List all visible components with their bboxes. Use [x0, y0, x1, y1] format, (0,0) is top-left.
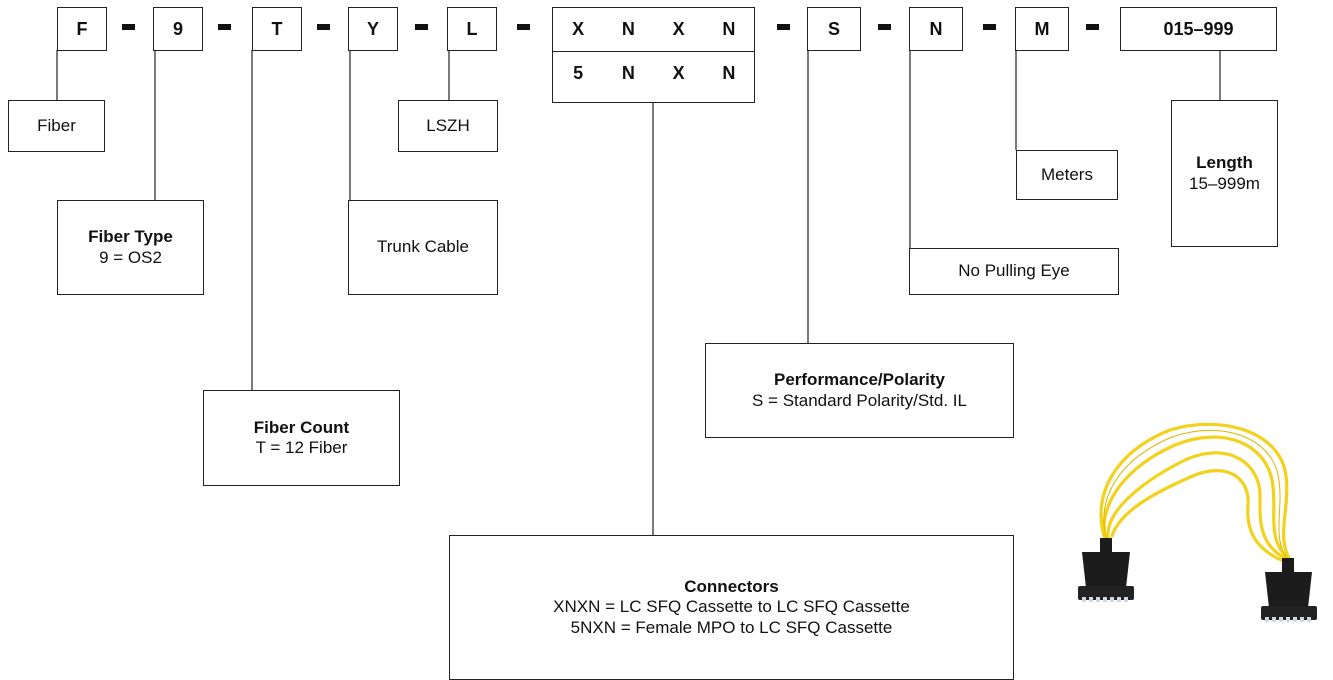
code-length-text: 015–999 — [1163, 18, 1234, 39]
code-connectors: X N X N 5 N X N — [552, 7, 755, 103]
fiber-type-desc: 9 = OS2 — [99, 247, 162, 267]
label-lszh: LSZH — [398, 100, 498, 152]
label-fiber-text: Fiber — [37, 115, 76, 135]
separator-dash — [218, 24, 231, 30]
no-pulling-eye-text: No Pulling Eye — [958, 261, 1070, 281]
label-fiber-type: Fiber Type 9 = OS2 — [57, 200, 204, 295]
connector-code-row-2: 5 N X N — [553, 51, 754, 95]
connectors-line-1: XNXN = LC SFQ Cassette to LC SFQ Cassett… — [553, 597, 910, 617]
connector-code-cell: N — [621, 63, 635, 83]
label-connectors: Connectors XNXN = LC SFQ Cassette to LC … — [449, 535, 1014, 680]
label-fiber-count: Fiber Count T = 12 Fiber — [203, 390, 400, 486]
length-title: Length — [1196, 153, 1253, 173]
separator-dash — [1086, 24, 1099, 30]
code-length: 015–999 — [1120, 7, 1277, 51]
lszh-text: LSZH — [426, 115, 470, 135]
code-performance-text: S — [827, 18, 840, 39]
performance-desc: S = Standard Polarity/Std. IL — [752, 390, 967, 410]
code-performance: S — [807, 7, 861, 51]
label-fiber: Fiber — [8, 100, 105, 152]
connector-code-cell: N — [722, 63, 736, 83]
code-pulling-eye: N — [909, 7, 963, 51]
separator-dash — [122, 24, 135, 30]
separator-dash — [878, 24, 891, 30]
code-fiber-count-text: T — [271, 18, 283, 39]
label-trunk-cable: Trunk Cable — [348, 200, 498, 295]
code-lszh: L — [447, 7, 497, 51]
fiber-count-title: Fiber Count — [253, 417, 350, 437]
connector-code-cell: N — [621, 19, 635, 39]
code-meters: M — [1015, 7, 1069, 51]
trunk-cable-text: Trunk Cable — [377, 237, 469, 257]
separator-dash — [517, 24, 530, 30]
separator-dash — [415, 24, 428, 30]
code-fiber: F — [57, 7, 107, 51]
length-desc: 15–999m — [1189, 173, 1260, 193]
connector-code-cell: X — [672, 63, 685, 83]
code-fiber-count: T — [252, 7, 302, 51]
fiber-count-desc: T = 12 Fiber — [255, 438, 348, 457]
code-trunk: Y — [348, 7, 398, 51]
code-pulling-eye-text: N — [929, 18, 943, 39]
label-length: Length 15–999m — [1171, 100, 1278, 247]
separator-dash — [983, 24, 996, 30]
label-meters: Meters — [1016, 150, 1118, 200]
performance-title: Performance/Polarity — [773, 370, 945, 390]
connector-code-cell: N — [722, 19, 736, 39]
separator-dash — [777, 24, 790, 30]
code-fiber-text: F — [76, 18, 88, 39]
connectors-line-2: 5NXN = Female MPO to LC SFQ Cassette — [570, 617, 893, 637]
code-trunk-text: Y — [366, 18, 379, 39]
code-fiber-type-text: 9 — [172, 18, 183, 39]
connector-code-cell: 5 — [573, 63, 584, 83]
meters-text: Meters — [1041, 164, 1093, 184]
fiber-type-title: Fiber Type — [88, 227, 173, 247]
connector-code-cell: X — [672, 19, 685, 39]
connector-code-row-1: X N X N — [553, 8, 754, 51]
connector-code-cell: X — [572, 19, 585, 39]
code-fiber-type: 9 — [153, 7, 203, 51]
code-meters-text: M — [1034, 18, 1050, 39]
code-lszh-text: L — [466, 18, 478, 39]
connectors-title: Connectors — [684, 576, 779, 596]
label-performance-polarity: Performance/Polarity S = Standard Polari… — [705, 343, 1014, 438]
label-no-pulling-eye: No Pulling Eye — [909, 248, 1119, 295]
trunk-cable-image — [1078, 422, 1317, 622]
separator-dash — [317, 24, 330, 30]
